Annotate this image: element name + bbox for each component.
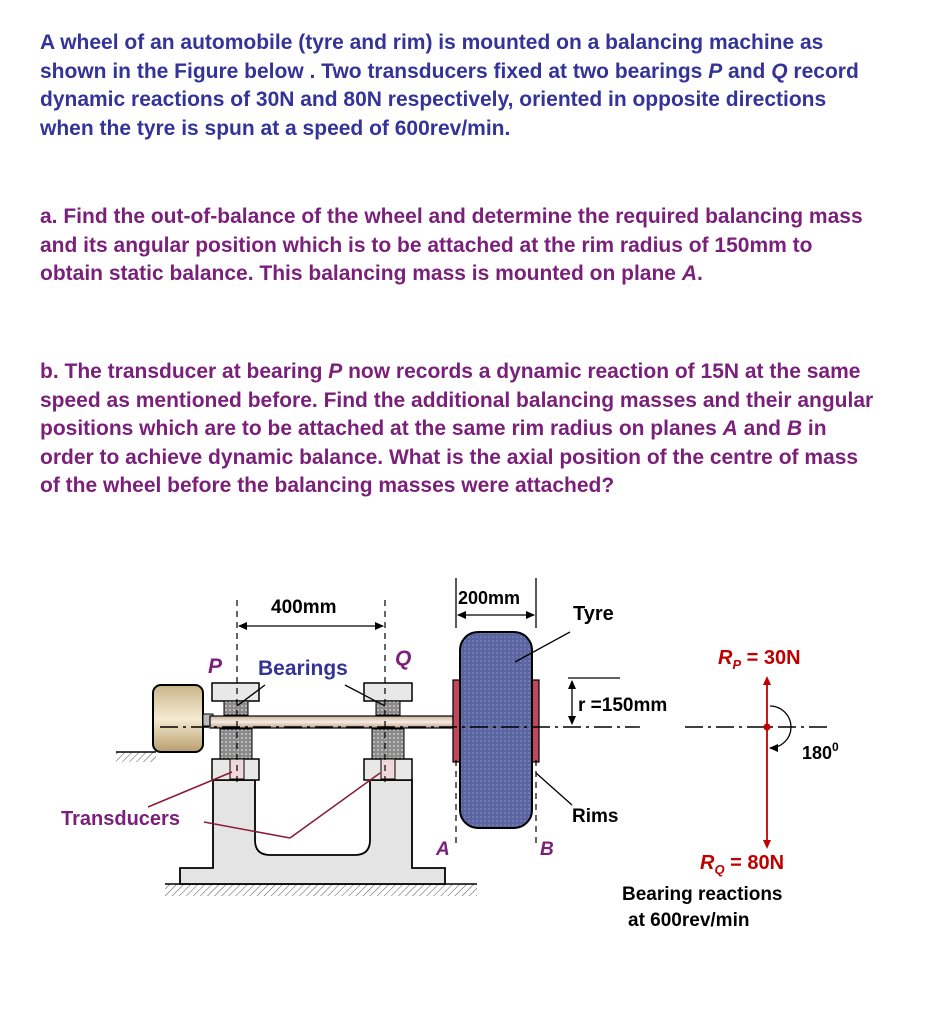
plane-b-label: B: [540, 839, 554, 860]
reactions-caption-2: at 600rev/min: [628, 910, 749, 931]
transducers-label: Transducers: [61, 808, 180, 830]
balancing-machine-diagram: 400mm A B 200mm r =150mm Tyre Rims P Q B…: [61, 578, 839, 931]
rq-label: RQ = 80N: [700, 852, 784, 877]
tyre-label: Tyre: [573, 603, 614, 625]
bearing-q: [363, 682, 413, 781]
rim-b: [531, 679, 540, 763]
angle-label: 1800: [802, 740, 839, 763]
question-part-b: b. The transducer at bearing P now recor…: [40, 360, 874, 498]
machine-frame: [179, 779, 446, 885]
ground-base: [165, 884, 477, 896]
question-part-a: a. Find the out-of-balance of the wheel …: [40, 205, 863, 286]
bearings-label: Bearings: [258, 657, 348, 680]
radius-label: r =150mm: [578, 695, 667, 716]
question-intro: A wheel of an automobile (tyre and rim) …: [40, 31, 859, 140]
rims-label: Rims: [572, 806, 618, 827]
dim-wheel-label: 200mm: [458, 588, 520, 608]
shaft: [209, 715, 454, 729]
ground-left: [116, 752, 156, 762]
rp-label: RP = 30N: [718, 647, 801, 672]
plane-a-label: A: [435, 839, 450, 860]
bearing-p-label: P: [208, 655, 223, 678]
reactions-caption-1: Bearing reactions: [622, 884, 783, 905]
bearing-q-label: Q: [395, 647, 411, 670]
angle-arc: [769, 705, 792, 752]
rim-a: [452, 679, 461, 763]
tyre: [459, 631, 533, 829]
motor: [152, 684, 204, 753]
bearing-p: [211, 682, 260, 781]
dim-bearings-label: 400mm: [271, 597, 337, 618]
